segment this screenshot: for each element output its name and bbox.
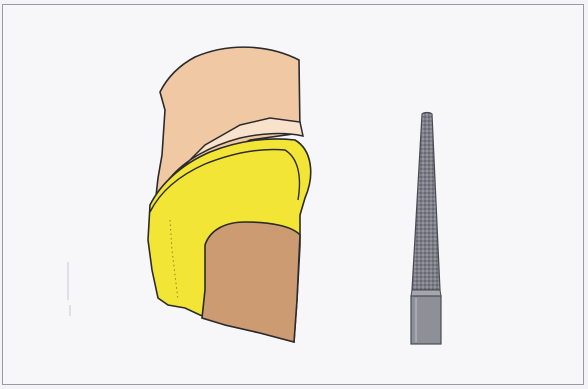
bur-neck — [411, 290, 441, 296]
tooth-core — [202, 222, 300, 342]
bur-diamond-tip — [412, 113, 440, 291]
scan-mark — [68, 262, 70, 316]
diamond-bur-icon — [411, 113, 441, 345]
